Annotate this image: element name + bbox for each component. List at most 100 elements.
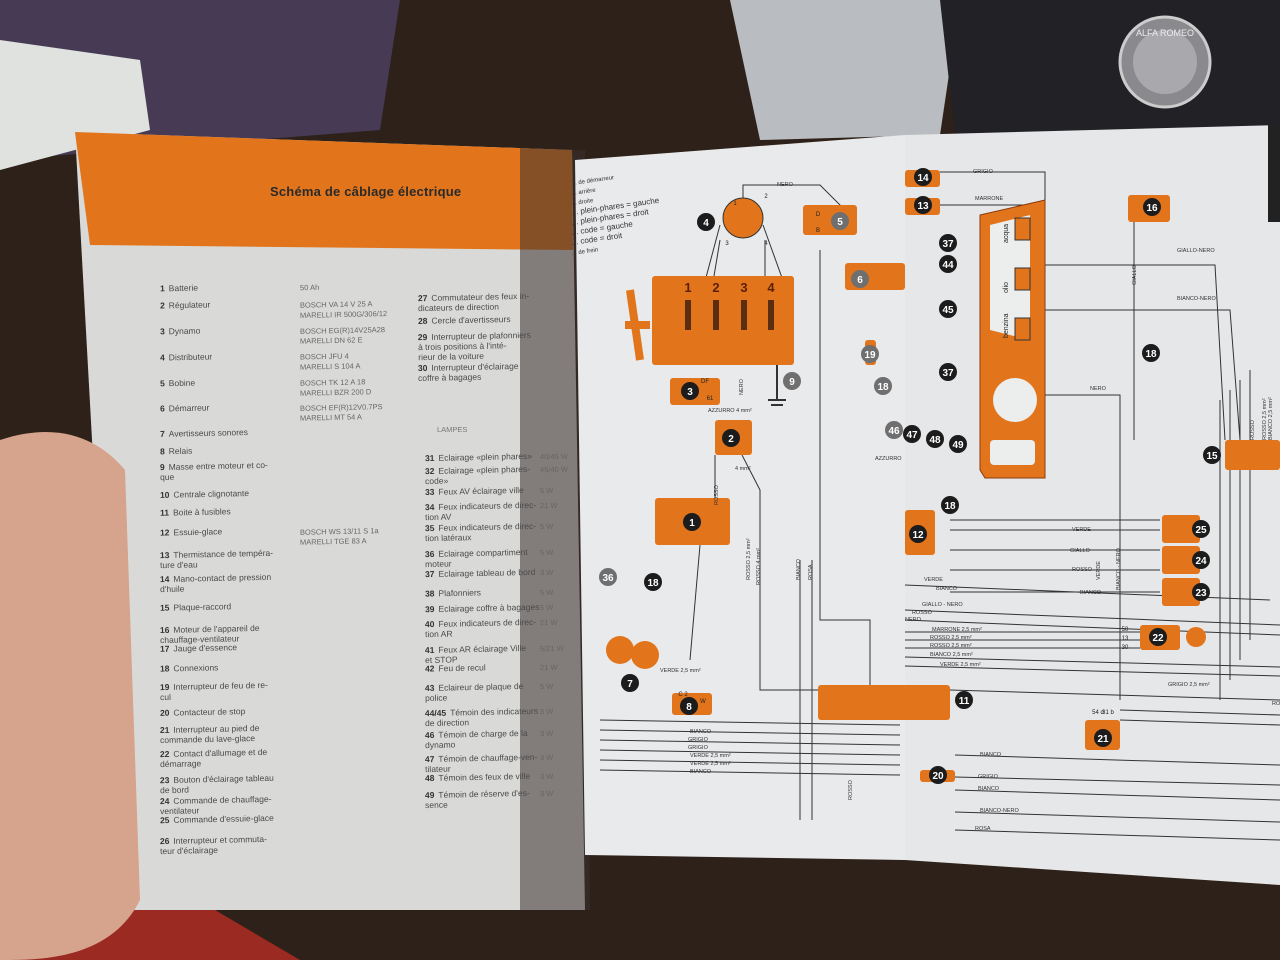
component-number: 36 (602, 573, 614, 584)
wire-label: VERDE (1072, 527, 1091, 533)
legend-item-number: 40 (424, 618, 435, 630)
component-badge (722, 429, 740, 447)
component-number: 20 (932, 771, 944, 782)
component-number: 12 (912, 530, 924, 541)
wire (599, 739, 901, 746)
component-badge (1142, 344, 1160, 362)
component-number: 18 (944, 501, 956, 512)
legend-item-spec: BOSCH JFU 4 (299, 351, 349, 362)
legend-item-spec: 3 W (539, 728, 554, 739)
legend-item-spec: 3 W (539, 771, 554, 782)
spark-plug-icon (685, 300, 691, 330)
component-number: 48 (929, 435, 941, 446)
wire-label: GIALLO (1132, 264, 1138, 285)
legend-item-spec: 21 W (539, 500, 558, 511)
legend-item-spec: 5 W (539, 547, 554, 558)
component-badge (783, 372, 801, 390)
legend-item-label: Centrale clignotante (173, 488, 250, 500)
legend-item-number: 26 (159, 835, 170, 847)
terminal-label: 61 (707, 396, 714, 402)
legend-item-label: Témoin de charge de la dynamo (425, 727, 528, 751)
legend-item-label: Feux indicateurs de direc- tion latéraux (425, 520, 537, 544)
wire-label: GRIGIO 2,5 mm² (1168, 682, 1210, 688)
wire-label: BIANCO (690, 729, 712, 735)
gauge-label: olio (1003, 282, 1010, 293)
gauge-sender (1014, 217, 1031, 241)
wire-label: VERDE 2,5 mm² (660, 668, 701, 674)
legend-item-spec: 5/21 W (539, 643, 564, 654)
gauge-label: benzina (1003, 313, 1010, 338)
legend-item-spec: MARELLI DN 62 E (299, 335, 363, 346)
wire (599, 729, 901, 736)
component-badge (831, 212, 849, 230)
spark-plug-icon (741, 300, 747, 330)
wire-label: 4 mm² (735, 466, 751, 472)
component-number: 19 (864, 350, 876, 361)
component-badge (955, 691, 973, 709)
wire-label: MARRONE 2,5 mm² (932, 627, 982, 633)
legend-item-label: Interrupteur d'éclairage coffre à bagage… (418, 360, 519, 384)
wire-label: MARRONE (975, 196, 1003, 202)
fan-icon (625, 289, 650, 361)
cluster-window (990, 215, 1030, 340)
component-number: 49 (952, 440, 964, 451)
terminal-label: 4 (764, 241, 768, 247)
legend-item-number: 15 (159, 602, 170, 613)
legend-item-spec: 5 W (539, 521, 554, 532)
component-badge (885, 421, 903, 439)
component-badge (621, 674, 639, 692)
terminal-label: B (816, 228, 820, 234)
component-number: 16 (1146, 203, 1158, 214)
wire-label: BIANCO (980, 752, 1002, 758)
legend-item-number: 29 (417, 331, 428, 343)
diagram-page-right (905, 125, 1280, 885)
component-number: 5 (837, 217, 843, 228)
legend-fragment: ... de frein (571, 247, 598, 257)
legend-item-label: Interrupteur de plafonniers à trois posi… (417, 329, 532, 363)
legend-item-label: Eclaireur de plaque de police (425, 680, 524, 704)
legend-item-number: 4 (159, 352, 165, 363)
component-badge (914, 196, 932, 214)
page-gutter-shadow (520, 148, 590, 910)
legend-item-label: Eclairage compartiment moteur (425, 546, 528, 570)
legend-item-label: Commande d'essuie-glace (173, 812, 274, 825)
component-number: 37 (942, 239, 954, 250)
legend-item-spec: 21 W (539, 662, 558, 673)
legend-item-number: 48 (424, 772, 435, 784)
heater-switch (1162, 546, 1200, 574)
wire-label: ROSSO 2,5 mm² (1262, 398, 1268, 440)
component-badge (874, 377, 892, 395)
wire-label: BIANCO (690, 769, 712, 775)
legend-fragment: ... de démarreur (571, 175, 614, 187)
legend-item-number: 38 (424, 588, 435, 599)
component-number: 11 (959, 696, 970, 707)
component-badge (1192, 583, 1210, 601)
legend-item-label: Témoin de réserve d'es- sence (425, 787, 530, 811)
wire-label: GRIGIO (688, 745, 709, 751)
wire-label: ROSSO 2,5 mm² (930, 643, 972, 649)
component-badge (1192, 520, 1210, 538)
legend-item-label: Bouton d'éclairage tableau de bord (160, 772, 274, 796)
gauge-label: acqua (1003, 224, 1010, 243)
horn-right (631, 641, 659, 669)
component-badge (949, 435, 967, 453)
wire (954, 811, 1280, 823)
legend-item-spec: 3 W (539, 567, 554, 578)
wire-label: ROSA (808, 564, 814, 580)
